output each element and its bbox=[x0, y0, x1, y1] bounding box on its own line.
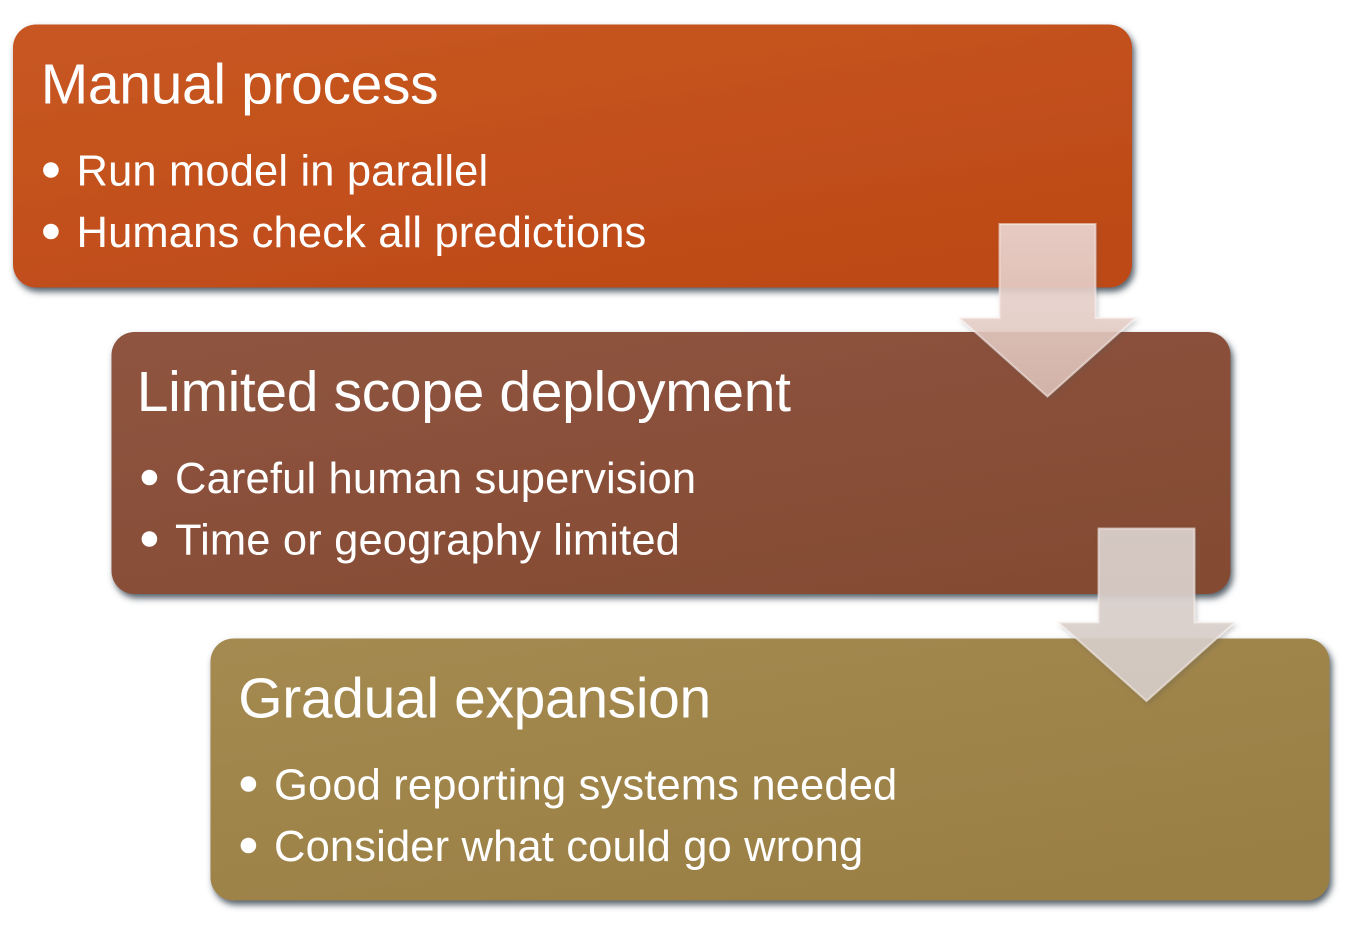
svg-text:Consider what could go wrong: Consider what could go wrong bbox=[274, 823, 863, 871]
svg-text:Limited scope deployment: Limited scope deployment bbox=[137, 360, 791, 424]
svg-text:Manual process: Manual process bbox=[41, 53, 438, 117]
svg-text:Humans check all predictions: Humans check all predictions bbox=[77, 209, 647, 257]
svg-text:Time or geography limited: Time or geography limited bbox=[175, 516, 680, 564]
svg-text:Good reporting systems needed: Good reporting systems needed bbox=[274, 761, 897, 809]
svg-text:Careful human supervision: Careful human supervision bbox=[175, 455, 696, 503]
svg-text:Run model in parallel: Run model in parallel bbox=[77, 147, 489, 195]
svg-text:Gradual expansion: Gradual expansion bbox=[238, 667, 711, 731]
